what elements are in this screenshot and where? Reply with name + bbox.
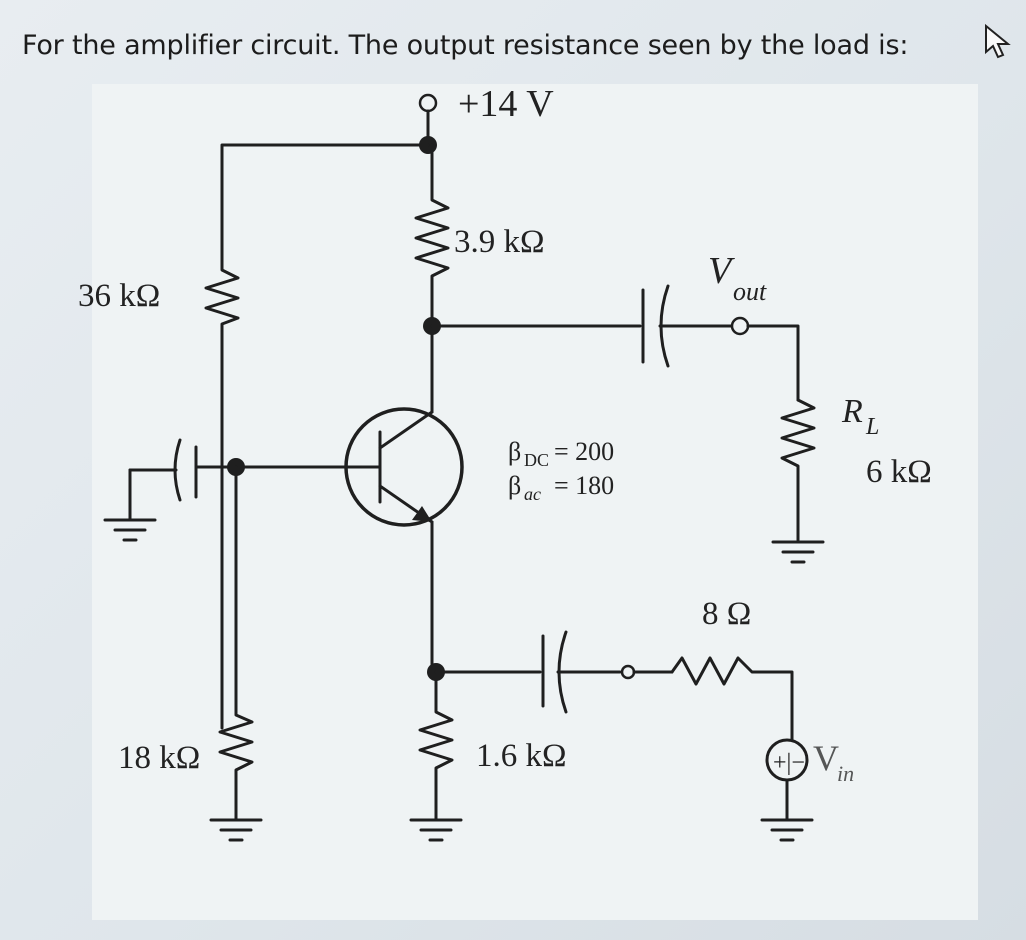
source-symbol: +|− [773,750,805,776]
label-36k: 36 kΩ [78,278,160,314]
mouse-cursor-icon [985,23,1011,59]
vin-sub: in [837,761,854,786]
rl-value: 6 kΩ [866,454,932,490]
resistor-icon: 18 kΩ [118,465,254,792]
input-terminal [620,664,636,680]
beta-values: β DC = 200 β ac = 180 [508,437,614,504]
ground-icon [209,788,263,842]
beta-dc-sub: DC [524,450,549,470]
beta-dc-symbol: β [508,437,521,466]
output-terminal [730,316,750,336]
vout-sub: out [733,277,767,306]
resistor-icon: 1.6 kΩ [418,670,567,794]
beta-ac-sub: ac [524,484,541,504]
voltage-source-icon: +|− V in [765,738,854,822]
ground-icon [771,540,825,564]
ground-icon [760,818,814,842]
question-text: For the amplifier circuit. The output re… [22,30,909,61]
vout-label: V [708,250,735,292]
label-18k: 18 kΩ [118,740,200,776]
npn-transistor-icon [344,407,464,527]
circuit-panel [92,84,978,920]
ground-icon [103,518,157,542]
beta-dc-value: = 200 [554,437,614,466]
label-3.9k: 3.9 kΩ [454,224,545,260]
resistor-icon: 3.9 kΩ [414,143,545,328]
resistor-icon: 8 Ω [670,596,794,742]
label-1.6k: 1.6 kΩ [476,738,567,774]
beta-ac-value: = 180 [554,471,614,500]
vin-label: V [813,738,839,778]
beta-ac-symbol: β [508,471,521,500]
capacitor-icon [128,438,224,522]
supply-label: +14 V [458,83,554,125]
rl-name: R [841,393,863,430]
ground-icon [409,790,463,842]
resistor-icon: 36 kΩ [78,260,240,334]
supply-terminal: +14 V [418,83,554,154]
label-8ohm: 8 Ω [702,596,751,632]
resistor-icon: R L 6 kΩ [780,393,932,542]
rl-sub: L [865,414,879,440]
bias-top-wire [220,143,430,264]
